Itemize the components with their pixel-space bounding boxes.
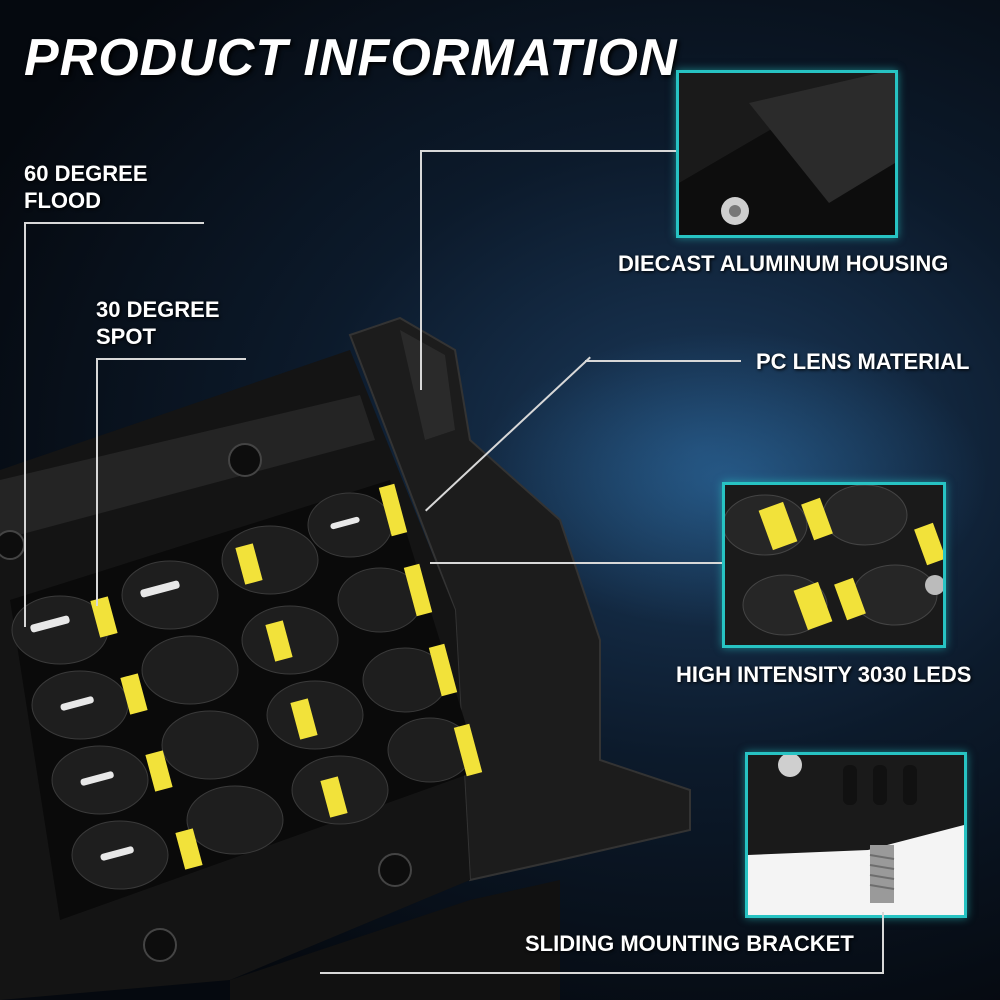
flood-leader-h bbox=[24, 222, 204, 224]
bracket-leader-v bbox=[882, 912, 884, 974]
spot-label-line2: SPOT bbox=[96, 324, 156, 349]
bracket-label: SLIDING MOUNTING BRACKET bbox=[525, 931, 854, 956]
flood-leader-v bbox=[24, 222, 26, 627]
housing-label: DIECAST ALUMINUM HOUSING bbox=[618, 251, 949, 276]
housing-inset bbox=[676, 70, 898, 238]
page-title: PRODUCT INFORMATION bbox=[24, 29, 678, 87]
housing-leader-h bbox=[420, 150, 676, 152]
flood-label: 60 DEGREE FLOOD bbox=[24, 160, 148, 214]
lens-label: PC LENS MATERIAL bbox=[756, 349, 970, 374]
spot-leader-h bbox=[96, 358, 246, 360]
leds-inset bbox=[722, 482, 946, 648]
lens-leader-h bbox=[585, 360, 741, 362]
spot-leader-v bbox=[96, 358, 98, 606]
flood-label-line1: 60 DEGREE bbox=[24, 161, 148, 186]
spot-label: 30 DEGREE SPOT bbox=[96, 296, 220, 350]
housing-leader-v bbox=[420, 150, 422, 390]
bracket-inset bbox=[745, 752, 967, 918]
leds-leader-h bbox=[430, 562, 722, 564]
spot-label-line1: 30 DEGREE bbox=[96, 297, 220, 322]
bracket-leader-h bbox=[320, 972, 884, 974]
leds-label: HIGH INTENSITY 3030 LEDS bbox=[676, 662, 972, 687]
flood-label-line2: FLOOD bbox=[24, 188, 101, 213]
